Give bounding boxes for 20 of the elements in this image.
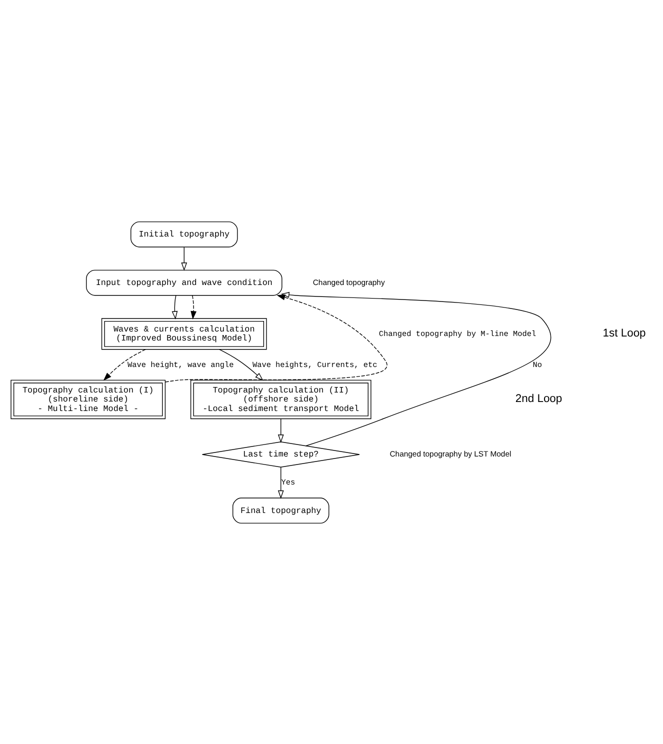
label: Changed topography xyxy=(312,277,385,286)
arrow xyxy=(181,246,188,270)
node-box: Final topography xyxy=(232,497,330,524)
node-diamond: Last time step? xyxy=(202,441,360,467)
label: 2nd Loop xyxy=(515,392,562,405)
arrow xyxy=(164,294,388,382)
node-box: Topography calculation (II) (offshore side) -Local sediment transport Model xyxy=(190,379,372,419)
node-box: Waves & currents calculation (Improved Boussinesq Model) xyxy=(101,318,267,350)
arrow xyxy=(280,291,552,446)
arrow xyxy=(172,294,178,320)
label: Changed topography by LST Model xyxy=(390,448,512,458)
node-box: Input topography and wave condition xyxy=(86,269,282,296)
arrow xyxy=(278,418,284,442)
node-box: Topography calculation (I) (shoreline side) - Multi-line Model - xyxy=(10,379,166,419)
arrow xyxy=(278,466,284,498)
node-box: Initial topography xyxy=(130,220,238,247)
arrow xyxy=(219,348,264,380)
arrow xyxy=(190,294,196,320)
label: 1st Loop xyxy=(602,327,646,340)
arrow xyxy=(103,348,146,380)
